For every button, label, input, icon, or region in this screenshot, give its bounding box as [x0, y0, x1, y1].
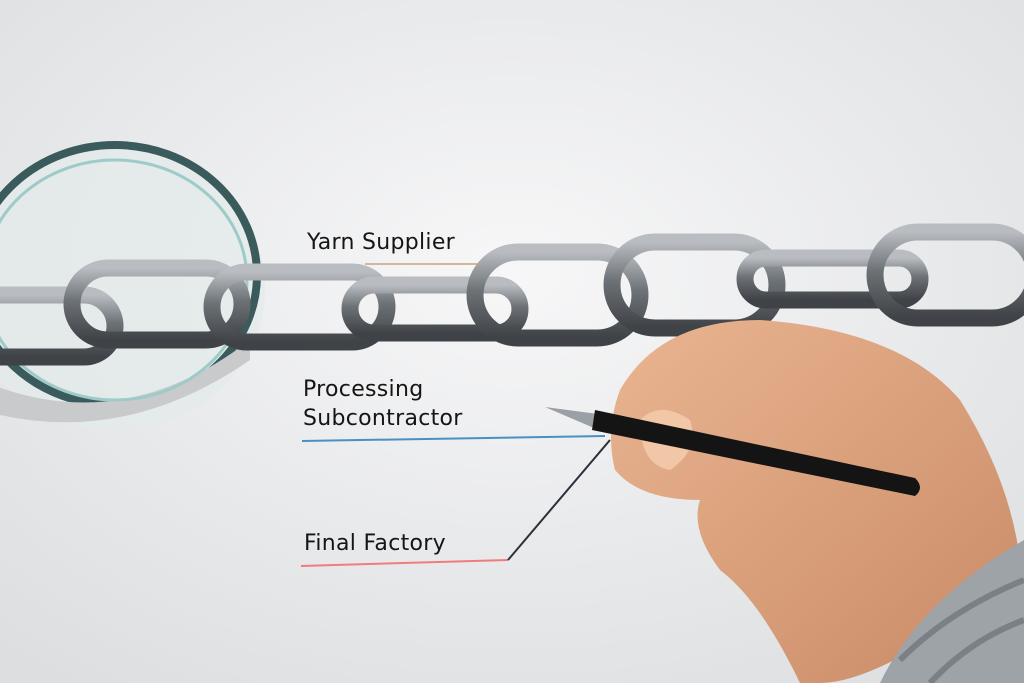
sweater-sleeve: [880, 540, 1024, 683]
processing-label-line1: Processing: [303, 377, 424, 402]
processing-label-line2: Subcontractor: [303, 406, 463, 431]
chain: [0, 223, 1024, 366]
yarn-supplier-label: Yarn Supplier: [307, 230, 456, 255]
connector-line: [507, 439, 611, 561]
pen: [545, 407, 920, 496]
final-factory-label: Final Factory: [304, 531, 446, 556]
processing-underline: [301, 435, 606, 442]
final-underline: [300, 559, 509, 567]
